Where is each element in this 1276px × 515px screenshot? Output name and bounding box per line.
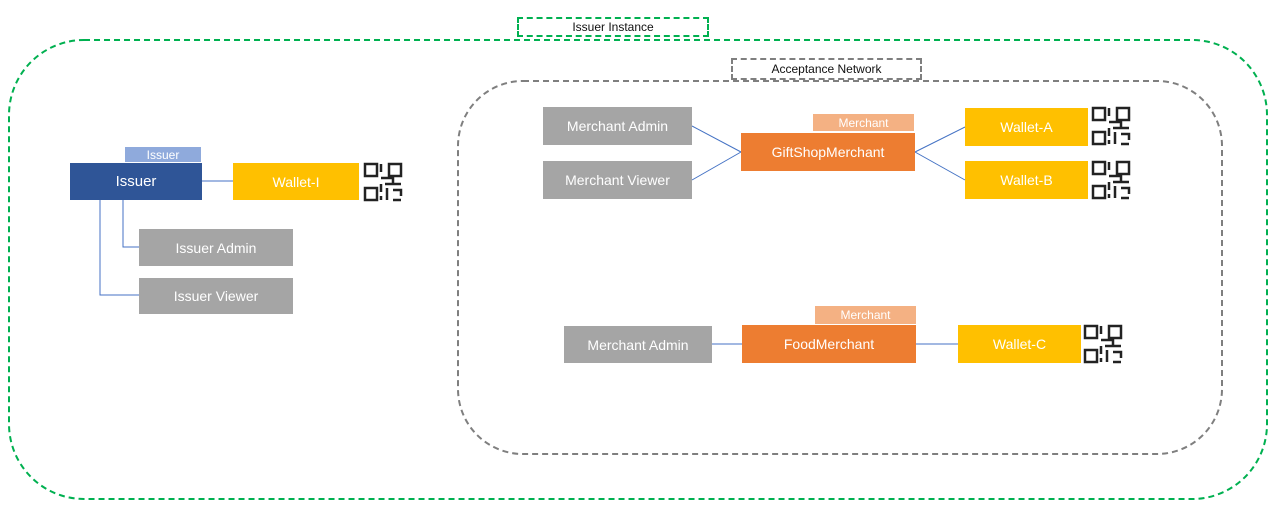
issuer-instance-border	[8, 39, 1268, 500]
connector-giftshop-wallet-b	[914, 151, 966, 181]
qr-code-icon	[1091, 160, 1131, 200]
qr-code-icon	[1091, 106, 1131, 146]
connector-giftshop-wallet-a	[914, 126, 966, 153]
issuer-node: Issuer	[70, 163, 202, 200]
issuer-viewer-node: Issuer Viewer	[139, 278, 293, 314]
giftshop-admin-node: Merchant Admin	[543, 107, 692, 145]
food-wallet-c-node: Wallet-C	[958, 325, 1081, 363]
food-admin-node: Merchant Admin	[564, 326, 712, 363]
connector-issuer-admin	[122, 200, 139, 248]
qr-code-icon	[363, 162, 403, 202]
food-merchant-node: FoodMerchant	[742, 325, 916, 363]
connector-giftshop-viewer	[691, 151, 742, 181]
issuer-instance-label: Issuer Instance	[517, 17, 709, 37]
connector-giftshop-admin	[691, 125, 742, 153]
issuer-admin-node: Issuer Admin	[139, 229, 293, 266]
issuer-tag: Issuer	[125, 147, 201, 162]
food-merchant-tag: Merchant	[815, 306, 916, 324]
acceptance-network-label: Acceptance Network	[731, 58, 922, 80]
giftshop-wallet-b-node: Wallet-B	[965, 161, 1088, 199]
giftshop-wallet-a-node: Wallet-A	[965, 108, 1088, 146]
issuer-wallet-node: Wallet-I	[233, 163, 359, 200]
connector-issuer-viewer	[99, 200, 139, 296]
giftshop-merchant-tag: Merchant	[813, 114, 914, 131]
giftshop-merchant-node: GiftShopMerchant	[741, 133, 915, 171]
giftshop-viewer-node: Merchant Viewer	[543, 161, 692, 199]
qr-code-icon	[1083, 324, 1123, 364]
